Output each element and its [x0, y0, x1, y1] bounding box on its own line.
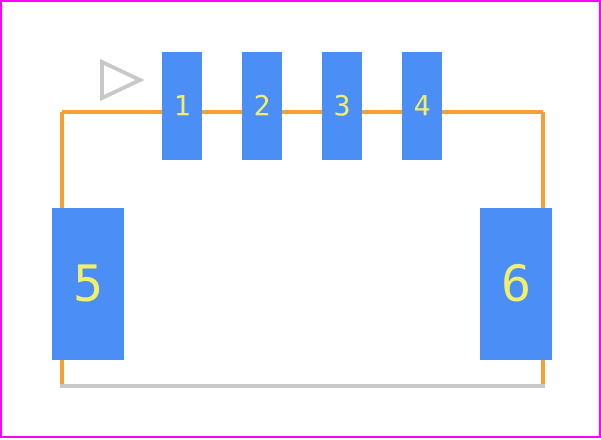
pad-4-label: 4 [413, 89, 431, 122]
pad-2: 2 [242, 52, 282, 160]
pad-4: 4 [402, 52, 442, 160]
pad-5-label: 5 [72, 255, 104, 313]
pad-3-label: 3 [333, 89, 351, 122]
pad-2-label: 2 [253, 89, 271, 122]
pad-1: 1 [162, 52, 202, 160]
pad-6-label: 6 [500, 255, 532, 313]
pad-1-label: 1 [173, 89, 191, 122]
pad-5: 5 [52, 208, 124, 360]
pin1-marker-icon [100, 58, 145, 102]
pad-6: 6 [480, 208, 552, 360]
pad-3: 3 [322, 52, 362, 160]
